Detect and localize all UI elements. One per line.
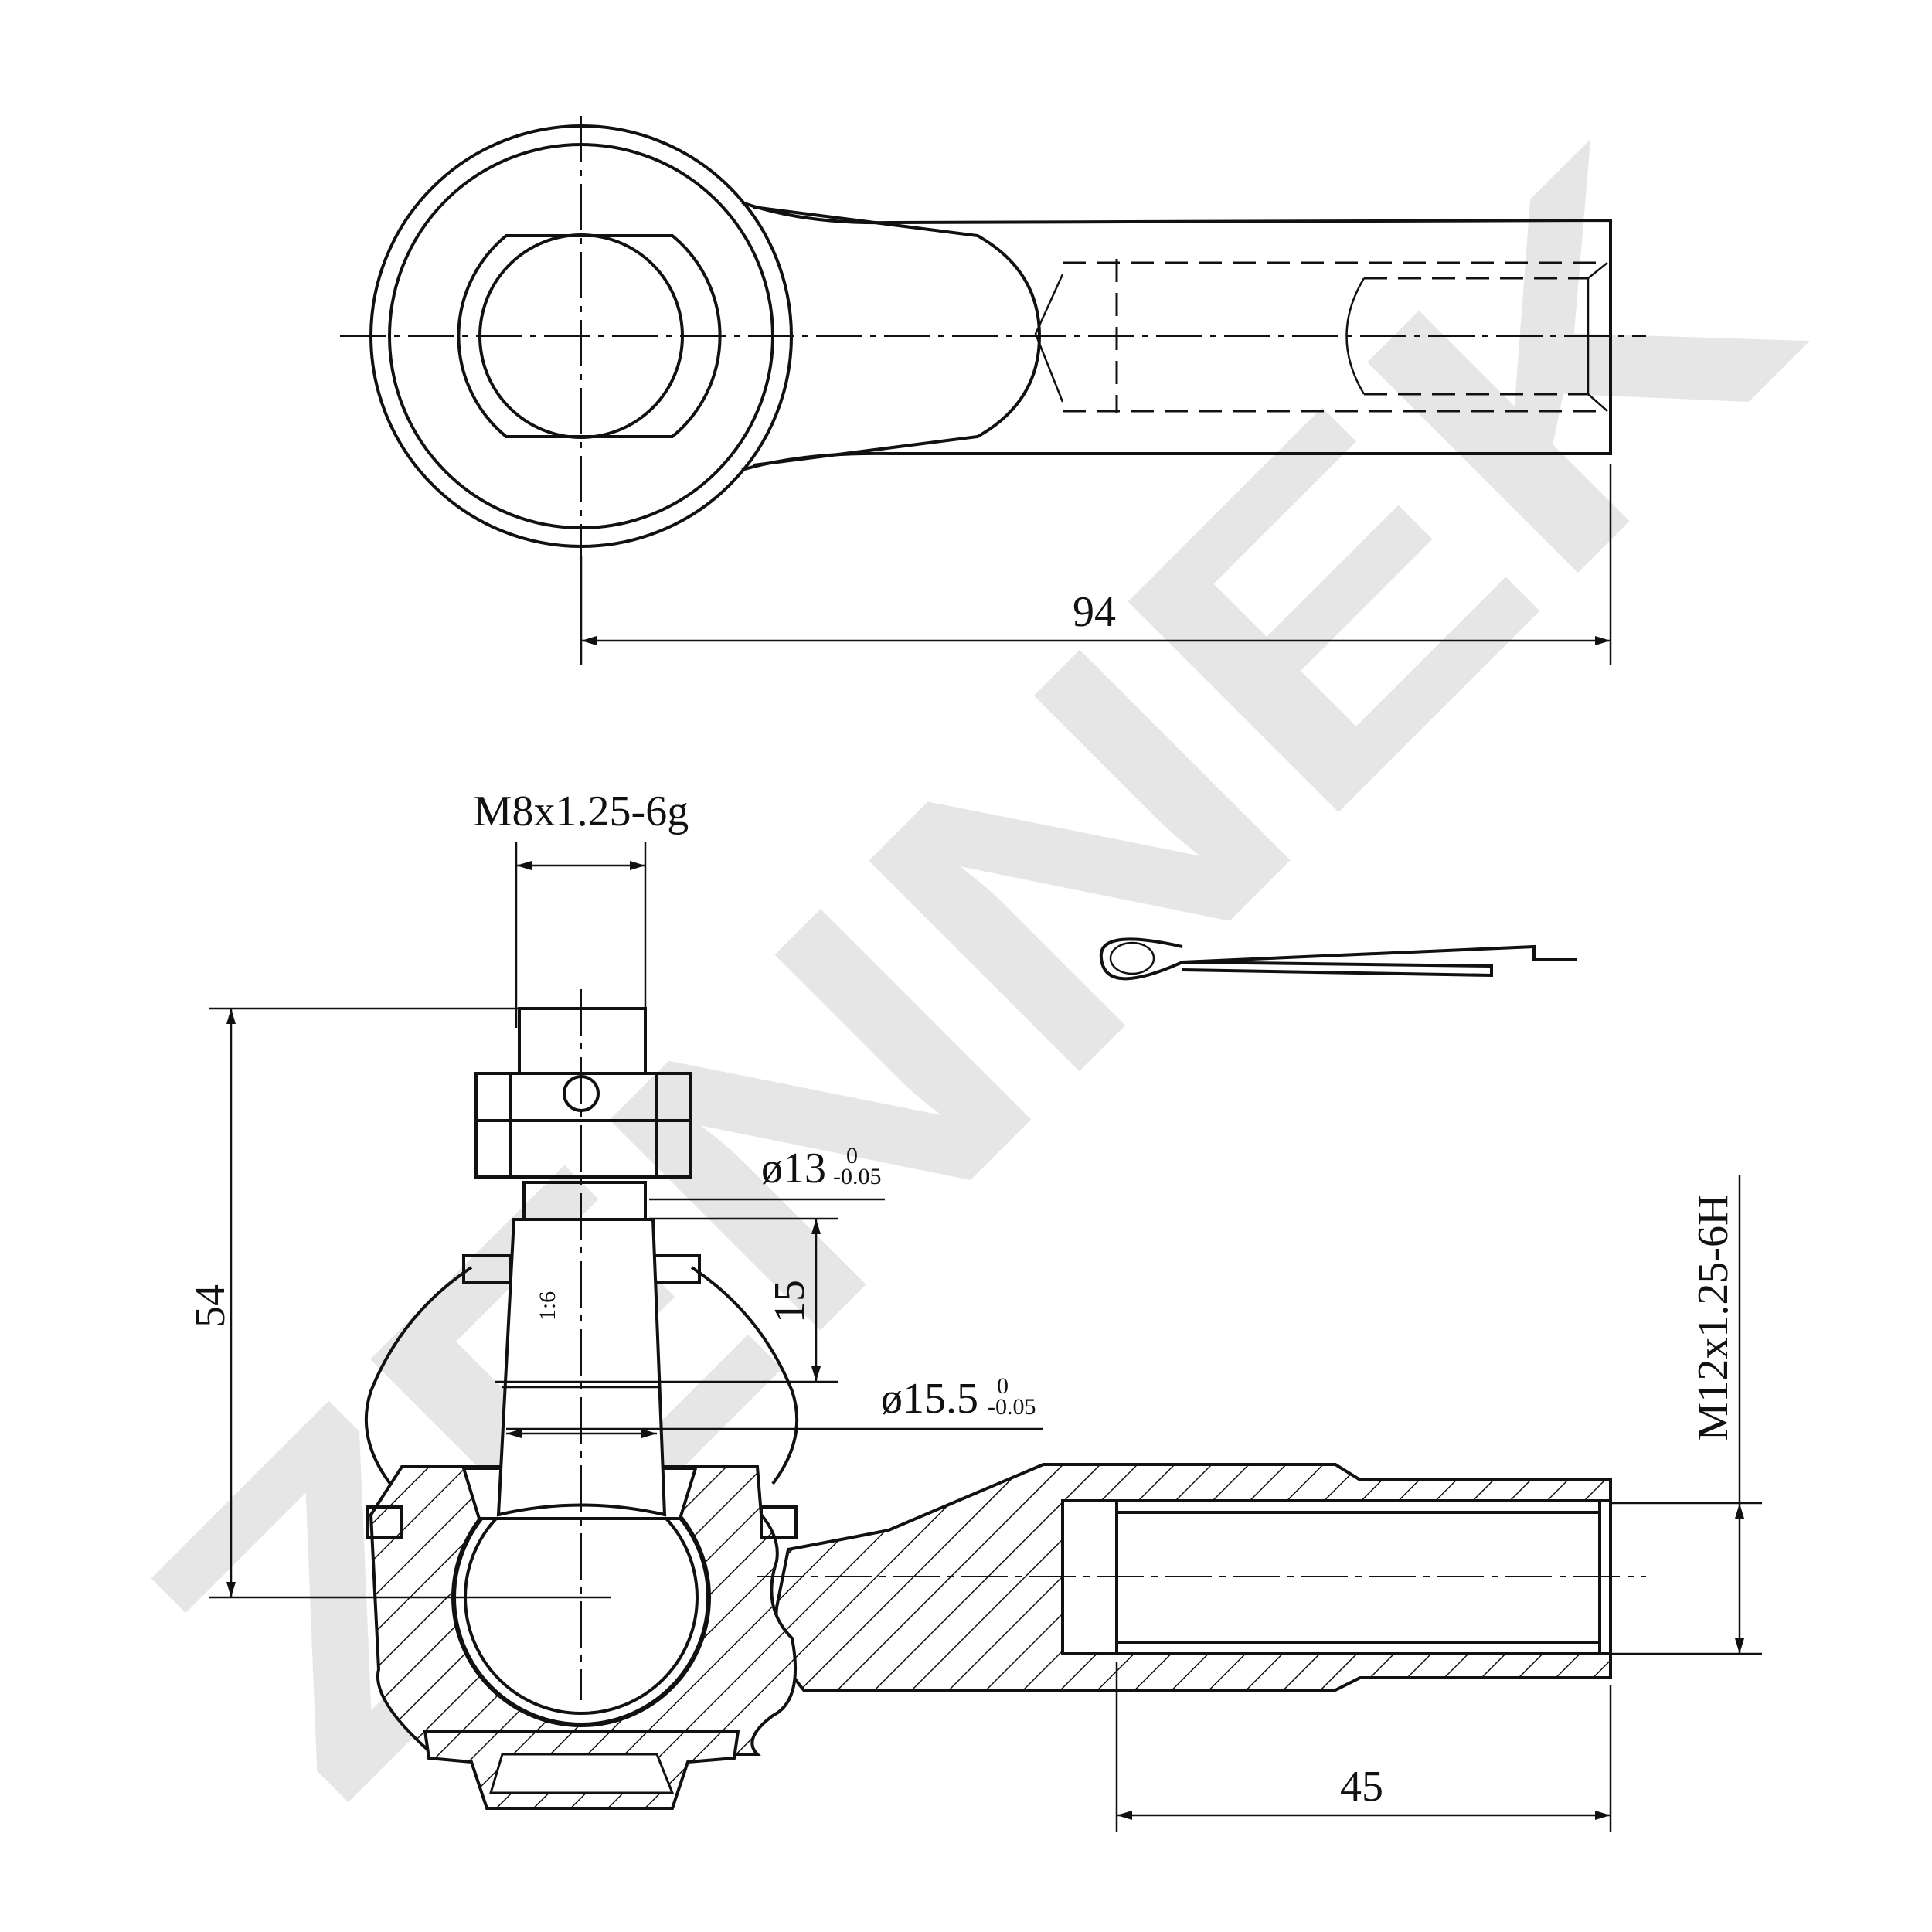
dim-54: 54 — [186, 1284, 234, 1328]
dimension-taper: 15 ø13 0 -0.05 1:6 — [495, 1143, 885, 1383]
top-view — [340, 116, 1646, 580]
tol-upper: 0 — [846, 1143, 858, 1168]
dimension-stud-thread: M8x1.25-6g — [474, 787, 689, 1028]
tol-upper: 0 — [997, 1373, 1009, 1399]
tol-lower: -0.05 — [988, 1394, 1036, 1420]
cotter-pin — [1099, 937, 1577, 981]
dim-d13: ø13 — [761, 1145, 826, 1192]
dimension-height: 54 — [186, 1007, 611, 1599]
dim-45: 45 — [1340, 1763, 1383, 1811]
dim-15: 15 — [766, 1280, 814, 1323]
dim-m8: M8x1.25-6g — [474, 787, 689, 835]
dim-m12: M12x1.25-6H — [1689, 1195, 1737, 1441]
dimension-bore-depth: 45 — [1115, 1662, 1612, 1832]
section-view — [364, 989, 1646, 1810]
taper-ratio: 1:6 — [535, 1291, 560, 1321]
tol-lower: -0.05 — [833, 1164, 882, 1189]
dimension-bore-thread: M12x1.25-6H — [1611, 1175, 1762, 1655]
dim-94: 94 — [1073, 588, 1116, 636]
dimension-neck: ø15.5 0 -0.05 — [506, 1373, 1043, 1438]
dim-d15-5: ø15.5 — [881, 1375, 978, 1423]
dimension-total-length: 94 — [580, 464, 1612, 665]
